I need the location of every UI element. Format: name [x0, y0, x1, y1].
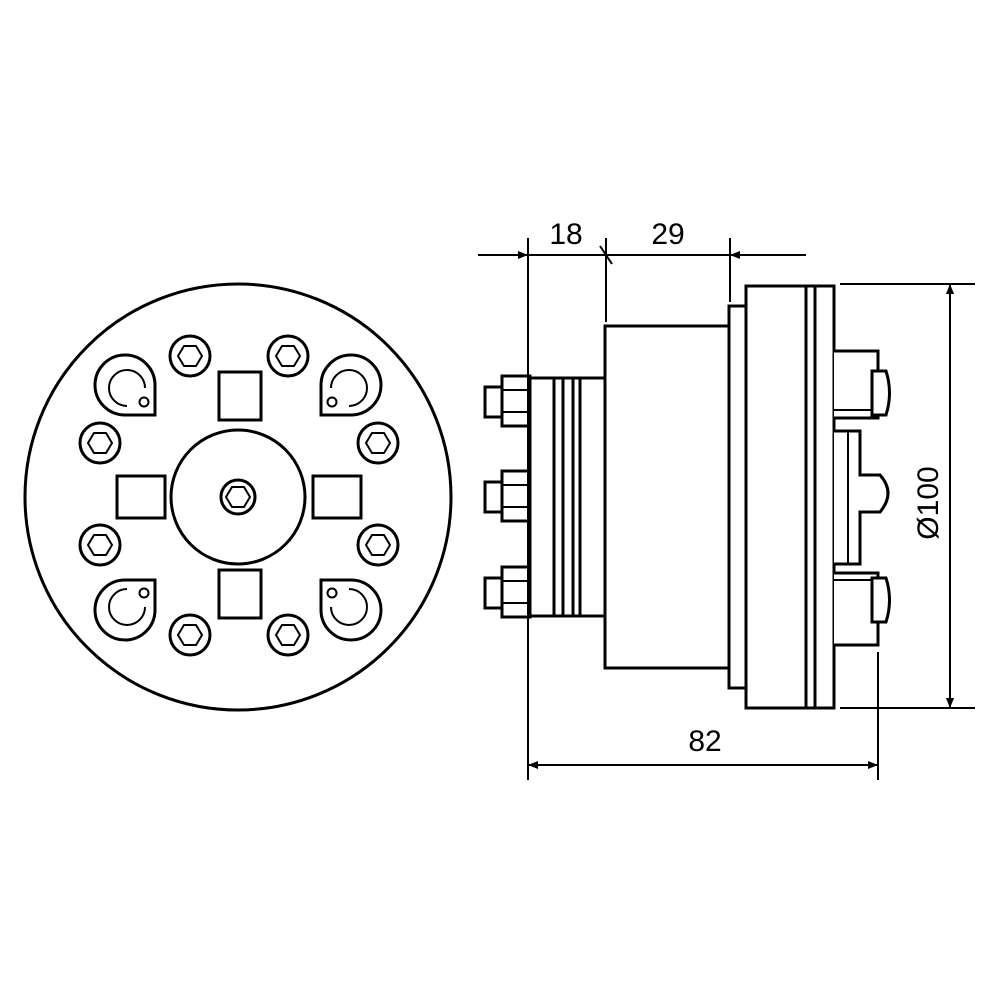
dim-label-82: 82 [688, 725, 721, 758]
slot-bottom [217, 568, 263, 620]
side-view [483, 284, 891, 710]
front-view [23, 282, 453, 712]
dim-label-29: 29 [651, 218, 684, 251]
hex-bolt [78, 523, 122, 567]
hub-ring [528, 376, 607, 618]
hex-bolt [266, 334, 310, 378]
hex-bolt [356, 421, 400, 465]
dim-label-18: 18 [549, 218, 582, 251]
slot-right [311, 474, 363, 520]
center-hub-circle [169, 428, 307, 566]
center-hex-bolt [219, 478, 257, 516]
clamp-cam-bottom-right [319, 578, 383, 642]
clamp-cam-top-right [319, 353, 383, 417]
clamp-pin-bottom [834, 571, 891, 647]
clamp-pin-top [834, 349, 891, 420]
slot-top [217, 370, 263, 422]
nut-middle [483, 469, 532, 523]
flange-step [727, 304, 748, 690]
dimension-lines [478, 238, 975, 780]
hex-bolt [78, 421, 122, 465]
clamp-cam-top-left [93, 353, 157, 417]
dim-label-diameter-100: Ø100 [912, 466, 945, 539]
nut-bottom [483, 565, 532, 619]
dimension-labels: 18 29 82 Ø100 [549, 218, 945, 758]
hex-bolt [266, 613, 310, 657]
cylinder-body [603, 324, 731, 670]
clamp-cam-bottom-left [93, 578, 157, 642]
nut-top [483, 374, 532, 428]
clamp-pin-middle [834, 429, 890, 566]
slot-left [115, 474, 167, 520]
main-flange [744, 284, 836, 710]
outer-flange-circle [23, 282, 453, 712]
hex-bolt [168, 334, 212, 378]
hex-bolt [356, 523, 400, 567]
hex-bolt [168, 613, 212, 657]
